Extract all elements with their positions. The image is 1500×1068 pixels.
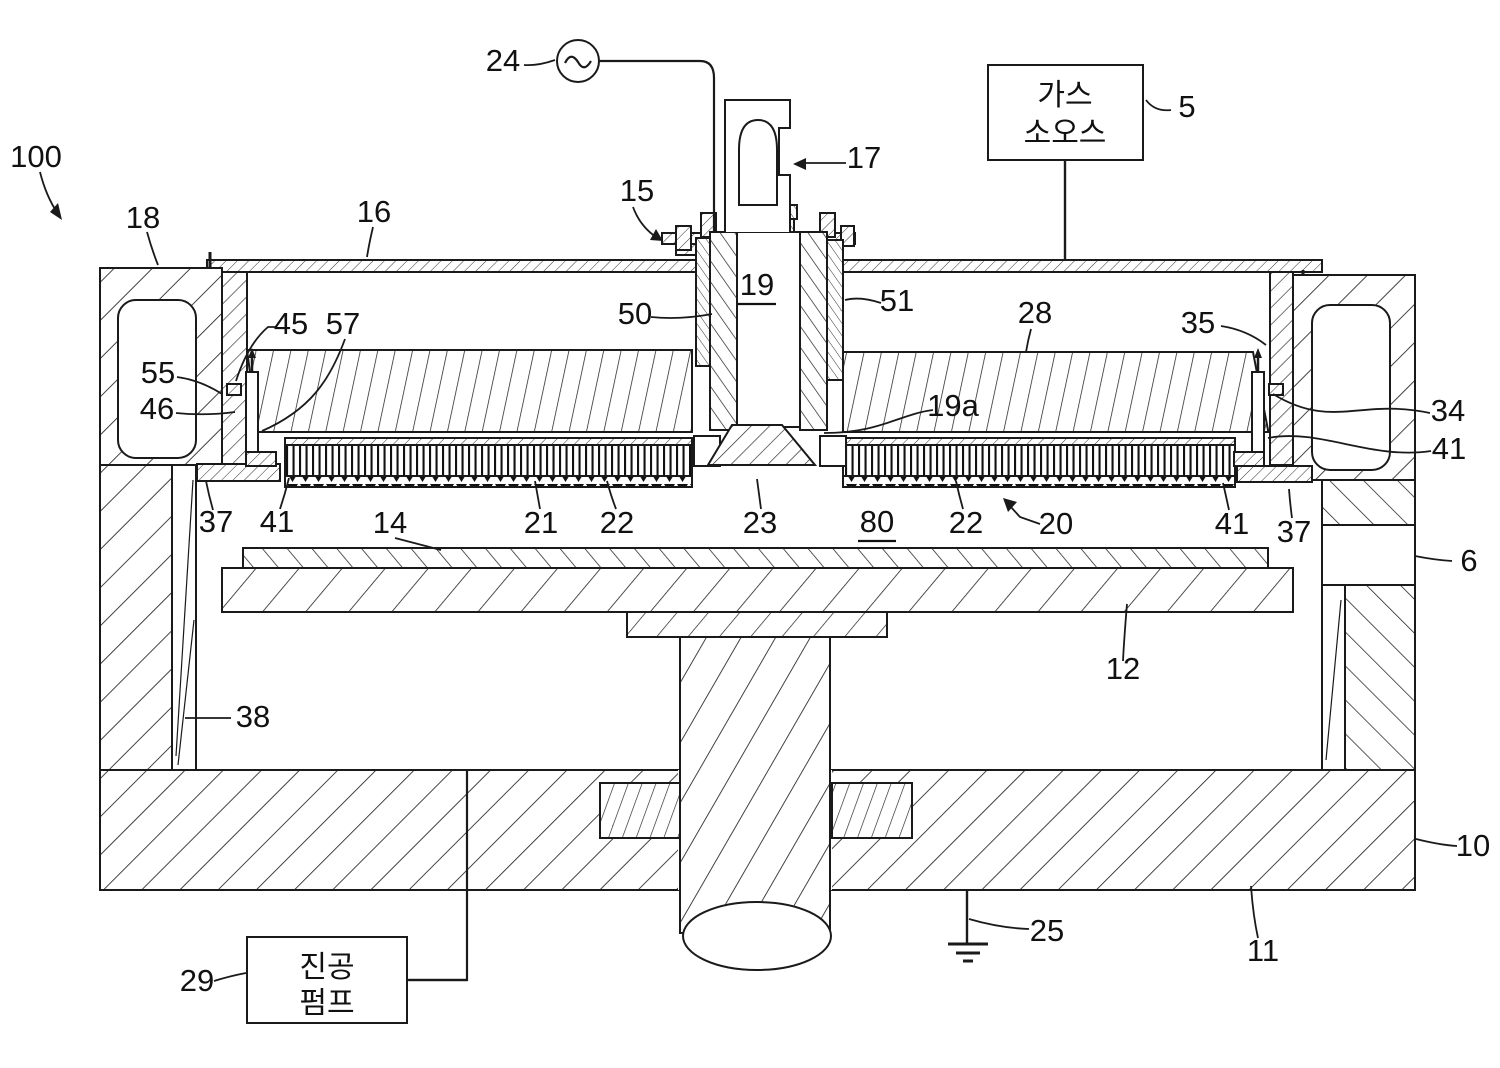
edge-seal-right xyxy=(1233,348,1284,467)
ref-label-41-bottom-right: 41 xyxy=(1215,506,1249,541)
pedestal-hub xyxy=(626,611,888,638)
ref-label-34: 34 xyxy=(1431,393,1465,428)
ref-label-55: 55 xyxy=(141,355,175,390)
ref-label-41-left: 41 xyxy=(260,504,294,539)
flange-bolt xyxy=(840,225,855,247)
ref-label-24: 24 xyxy=(486,43,520,78)
ref-label-19: 19 xyxy=(740,267,774,302)
ref-label-17: 17 xyxy=(847,140,881,175)
right-wall-slot xyxy=(1311,304,1391,471)
ref-label-50: 50 xyxy=(618,296,652,331)
ref-label-23: 23 xyxy=(743,505,777,540)
showerhead xyxy=(196,437,1313,488)
ref-label-5: 5 xyxy=(1178,89,1195,124)
ref-label-20: 20 xyxy=(1039,506,1073,541)
shaft-bushing-right xyxy=(831,782,913,839)
ref-label-11: 11 xyxy=(1247,933,1279,968)
gas-source-label-line2: 소오스 xyxy=(1024,116,1107,151)
ref-label-14: 14 xyxy=(373,505,407,540)
ref-label-100: 100 xyxy=(10,139,62,174)
ref-label-15: 15 xyxy=(620,173,654,208)
ref-label-10: 10 xyxy=(1456,828,1490,863)
gas-source-label-line1: 가스 xyxy=(1037,78,1092,113)
rf-source xyxy=(556,39,716,232)
ref-label-41-right: 41 xyxy=(1432,431,1466,466)
ref-label-38: 38 xyxy=(236,699,270,734)
stem-wall-right xyxy=(799,231,828,431)
stem-bore xyxy=(736,231,801,428)
ref-label-51: 51 xyxy=(880,283,914,318)
ref-label-28: 28 xyxy=(1018,295,1052,330)
exhaust-port xyxy=(1321,524,1416,586)
shaft-end-face xyxy=(682,901,832,971)
ref-label-12: 12 xyxy=(1106,651,1140,686)
ref-label-57: 57 xyxy=(326,306,360,341)
baseplate-sill-left xyxy=(196,463,281,482)
chamber-left-wall xyxy=(99,267,248,771)
vacuum-pump-label-line2: 펌프 xyxy=(299,986,354,1021)
terminal-dome xyxy=(738,118,778,206)
left-cylinder-column xyxy=(221,271,248,466)
flange-bolt xyxy=(675,225,692,251)
ref-label-37-right: 37 xyxy=(1277,514,1311,549)
susceptor-plate xyxy=(242,547,1269,569)
vacuum-pump-box: 진공 펌프 xyxy=(246,936,467,1024)
ref-label-21: 21 xyxy=(524,505,558,540)
ref-label-35: 35 xyxy=(1181,305,1215,340)
ref-label-18: 18 xyxy=(126,200,160,235)
pedestal-shaft xyxy=(679,636,831,934)
insulator-sleeve-right xyxy=(826,239,844,381)
ref-label-45: 45 xyxy=(274,306,308,341)
seal-oring-right xyxy=(1268,383,1284,396)
showerhead-channels-right xyxy=(842,444,1236,477)
leader-lines xyxy=(39,59,1458,982)
edge-seal-left xyxy=(226,348,277,467)
ground-symbol xyxy=(948,890,988,963)
ref-label-46: 46 xyxy=(140,391,174,426)
baseplate-sill-right xyxy=(1236,465,1313,483)
pedestal-plate xyxy=(221,567,1294,613)
ref-label-80: 80 xyxy=(860,504,894,539)
shaft-bushing-left xyxy=(599,782,681,839)
ref-label-22-right: 22 xyxy=(949,505,983,540)
ref-label-22-left: 22 xyxy=(600,505,634,540)
ref-label-25: 25 xyxy=(1030,913,1064,948)
ref-label-37-left: 37 xyxy=(199,504,233,539)
gas-distribution-cone xyxy=(706,424,818,466)
insulator-sleeve-left xyxy=(695,237,711,367)
pedestal xyxy=(221,547,1294,971)
ref-label-16: 16 xyxy=(357,194,391,229)
vacuum-pump-label-line1: 진공 xyxy=(299,950,354,985)
center-feedthrough xyxy=(661,99,856,467)
ref-label-19a: 19a xyxy=(927,388,979,423)
seal-oring-left xyxy=(226,383,242,396)
stem-wall-left xyxy=(709,231,738,431)
gas-source-box: 가스 소오스 xyxy=(987,64,1144,161)
upper-electrode-block xyxy=(245,349,1269,433)
rf-wire xyxy=(599,59,716,232)
ref-label-6: 6 xyxy=(1460,543,1477,578)
showerhead-channels-left xyxy=(284,444,693,477)
ref-label-29: 29 xyxy=(180,963,214,998)
left-wall-slot xyxy=(117,299,197,459)
